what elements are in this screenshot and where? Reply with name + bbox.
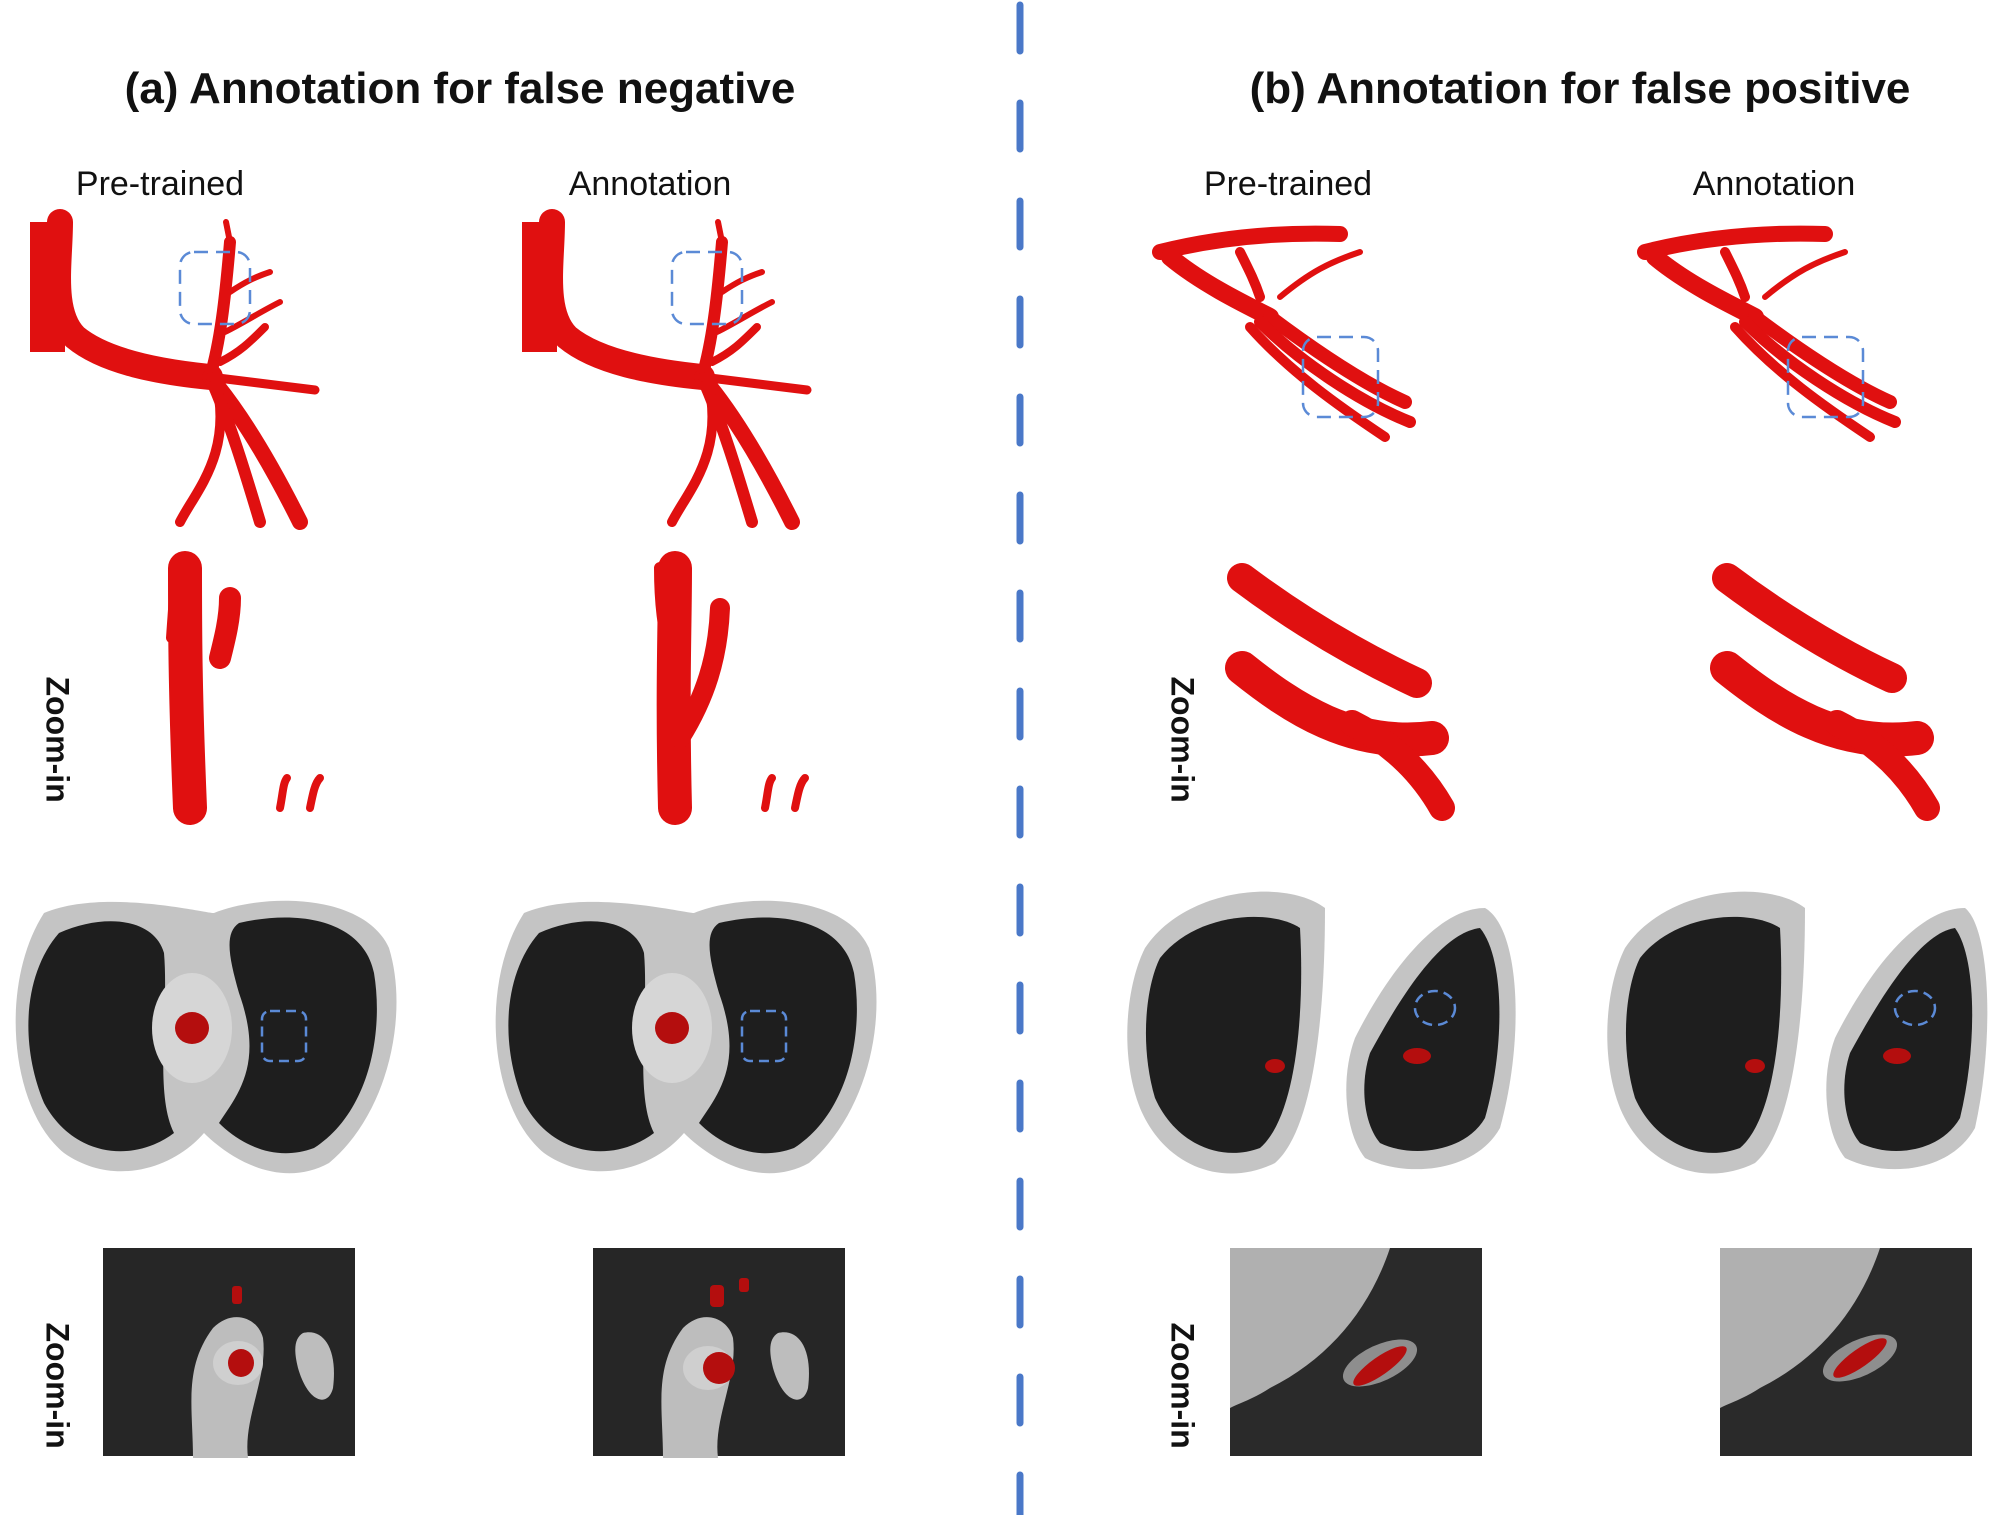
panel-a-annotation-ct-highlight-box bbox=[740, 1009, 788, 1063]
panel-b-title: (b) Annotation for false positive bbox=[1249, 64, 1911, 113]
panel-a-pretrained-vessel-zoom bbox=[166, 551, 324, 825]
panel-a-pretrained-ct-slice bbox=[15, 900, 397, 1174]
panel-b-pretrained-highlight-box bbox=[1301, 335, 1380, 419]
panel-b-annotation-highlight-box bbox=[1786, 335, 1865, 419]
panel-a-zoom-label-ct: Zoom-in bbox=[39, 1322, 76, 1449]
panel-b-annotation-vessel-zoom bbox=[1710, 563, 1940, 821]
panel-b-pretrained-vessel-zoom bbox=[1225, 563, 1455, 821]
panel-b-annotation-ct-zoom bbox=[1720, 1248, 1972, 1456]
panel-a-pretrained-ct-zoom bbox=[103, 1248, 355, 1458]
panel-a-annotation-ct-zoom bbox=[593, 1248, 845, 1458]
panel-b-annotation-ct-slice bbox=[1607, 891, 1988, 1174]
panel-a-pretrained-ct-highlight-box bbox=[260, 1009, 308, 1063]
panel-a-annotation-ct-slice bbox=[495, 900, 877, 1174]
panel-b-zoom-label-3d: Zoom-in bbox=[1164, 676, 1201, 803]
panel-divider bbox=[1016, 1, 1024, 1515]
panel-b-annotation-vessel-tree bbox=[1637, 225, 1901, 442]
panel-b-pretrained-ct-zoom bbox=[1230, 1248, 1482, 1456]
panel-a-annotation-vessel-tree bbox=[522, 209, 812, 530]
panel-a-zoom-label-3d: Zoom-in bbox=[39, 676, 76, 803]
panel-a-pretrained-vessel-tree bbox=[30, 209, 320, 530]
panel-b-pretrained-ct-slice bbox=[1127, 891, 1516, 1174]
panel-b-pretrained-label: Pre-trained bbox=[1203, 165, 1373, 203]
panel-a-pretrained-label: Pre-trained bbox=[75, 165, 245, 203]
panel-a-annotation-label: Annotation bbox=[568, 165, 732, 203]
panel-b-annotation-ct-highlight-box bbox=[1893, 989, 1937, 1027]
panel-b-annotation-label: Annotation bbox=[1692, 165, 1856, 203]
panel-b-pretrained-ct-highlight-box bbox=[1413, 989, 1457, 1027]
panel-a-title: (a) Annotation for false negative bbox=[124, 64, 796, 113]
panel-b-pretrained-vessel-tree bbox=[1152, 225, 1416, 442]
panel-b-zoom-label-ct: Zoom-in bbox=[1164, 1322, 1201, 1449]
panel-a-annotation-vessel-zoom bbox=[654, 551, 809, 825]
